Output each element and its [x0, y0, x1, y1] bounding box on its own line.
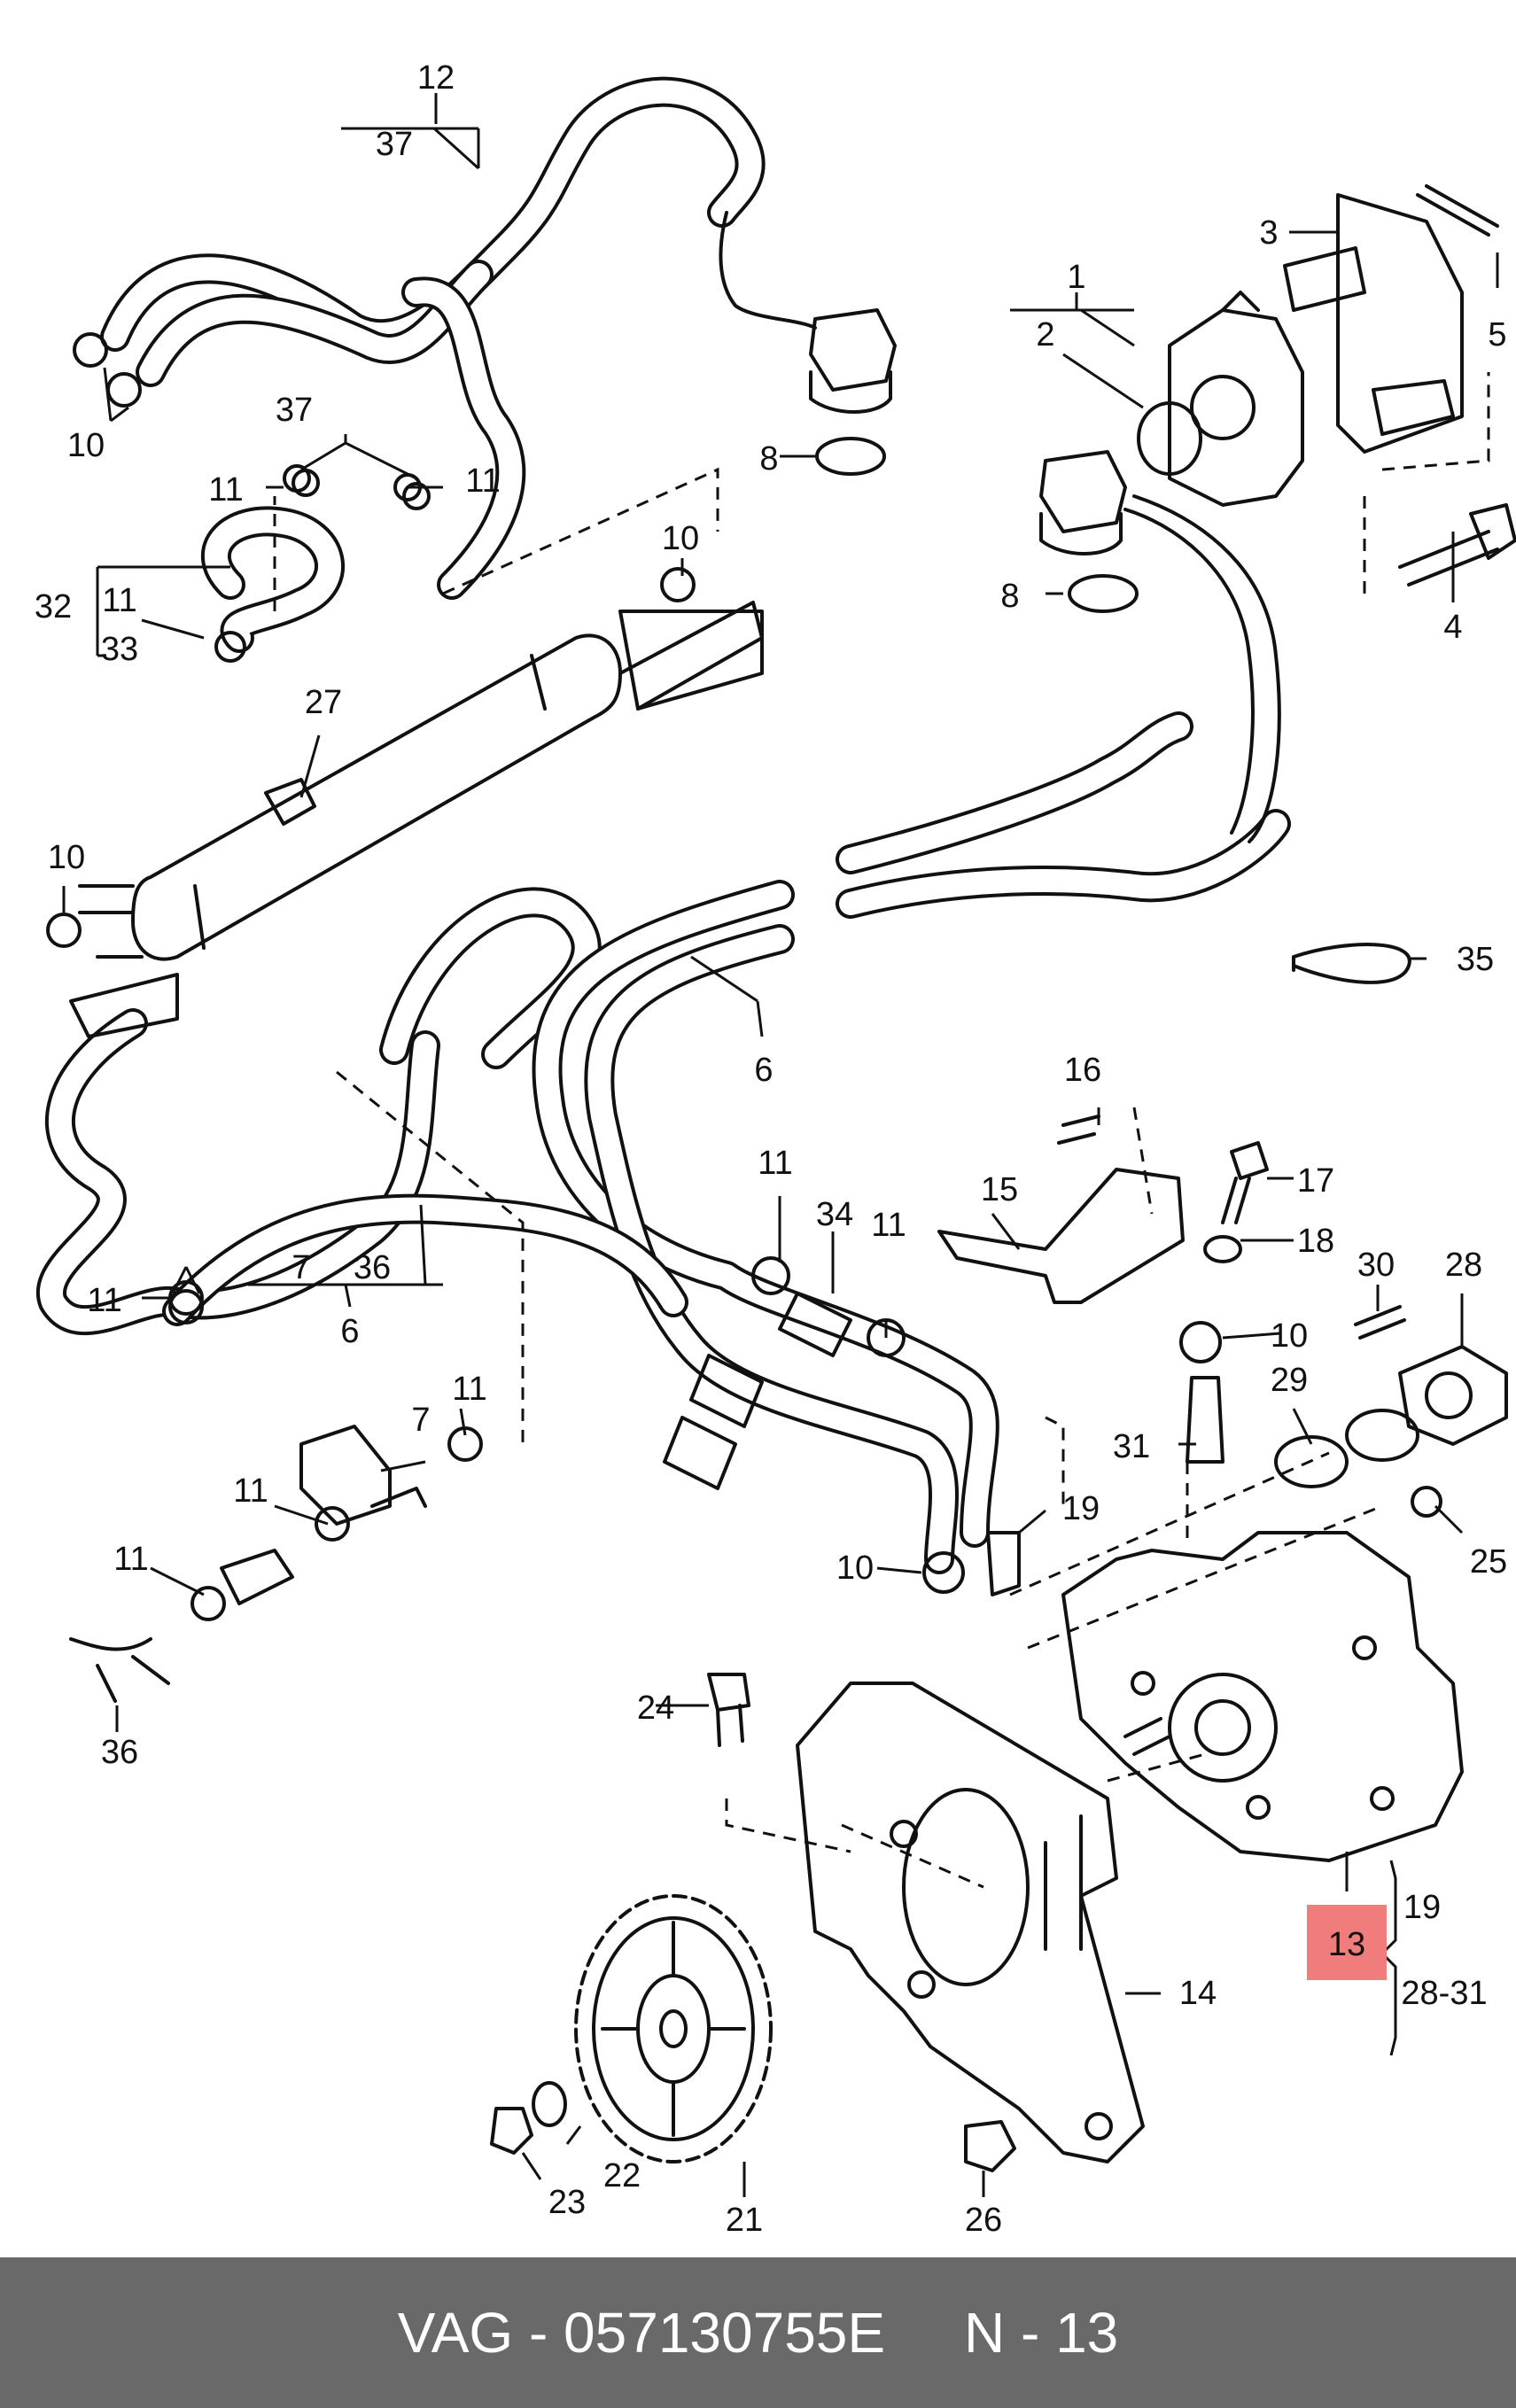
- label-10-b: 10: [662, 520, 699, 557]
- sensor-7: [69, 1425, 427, 1703]
- label-35: 35: [1457, 941, 1494, 978]
- pump-bracket: [796, 1682, 1145, 2163]
- label-10-d: 10: [1271, 1317, 1308, 1355]
- label-18: 18: [1297, 1223, 1334, 1260]
- label-7-a: 7: [292, 1249, 310, 1286]
- label-37-mid: 37: [276, 392, 313, 429]
- bracket-15: [937, 1115, 1269, 1304]
- label-11-e: 11: [871, 1207, 906, 1244]
- label-6-b: 6: [340, 1313, 359, 1350]
- label-11-a: 11: [208, 471, 243, 509]
- label-3: 3: [1259, 214, 1278, 252]
- label-13: 13: [1328, 1926, 1365, 1963]
- label-15: 15: [981, 1171, 1018, 1208]
- injection-pump: [986, 1305, 1508, 1862]
- label-31: 31: [1113, 1428, 1150, 1465]
- label-11-g: 11: [452, 1371, 486, 1408]
- leader-lines: [62, 93, 1499, 2197]
- label-22: 22: [603, 2157, 641, 2194]
- cable-tie-35: [1292, 943, 1411, 984]
- label-11-c: 11: [102, 582, 136, 619]
- label-11-h: 11: [233, 1472, 268, 1510]
- label-10-a: 10: [67, 427, 105, 464]
- label-28: 28: [1445, 1247, 1482, 1284]
- label-10-e: 10: [836, 1550, 874, 1587]
- parts-diagram: 12 37 1 2 3 5 10 37 11 11 8 32 11 33 10 …: [35, 59, 1516, 2239]
- caps: [809, 308, 1139, 613]
- label-2: 2: [1036, 316, 1054, 353]
- label-23: 23: [548, 2184, 586, 2221]
- label-30: 30: [1357, 1247, 1395, 1284]
- label-1: 1: [1067, 259, 1085, 296]
- label-25: 25: [1470, 1543, 1507, 1581]
- label-28-31: 28-31: [1401, 1975, 1487, 2012]
- label-12: 12: [417, 59, 455, 97]
- label-11-d: 11: [758, 1145, 792, 1182]
- label-7-b: 7: [411, 1402, 430, 1439]
- label-16: 16: [1064, 1052, 1101, 1089]
- label-8-top: 8: [759, 440, 778, 478]
- label-21: 21: [726, 2202, 763, 2239]
- sprocket-21: [490, 1673, 1016, 2172]
- label-11-b: 11: [465, 462, 500, 500]
- vacuum-pump: [1137, 184, 1516, 586]
- label-19-a: 19: [1062, 1490, 1100, 1527]
- label-32: 32: [35, 588, 72, 625]
- part-number-footer: VAG - 057130755E N - 13: [0, 2257, 1516, 2408]
- label-26: 26: [965, 2202, 1002, 2239]
- label-8-mid: 8: [1000, 578, 1019, 615]
- label-5: 5: [1488, 316, 1506, 353]
- label-17: 17: [1297, 1162, 1334, 1200]
- highlight-box-13: [1307, 1905, 1387, 1980]
- hose-lines: [36, 76, 1291, 1574]
- label-10-c: 10: [48, 839, 85, 876]
- callout-labels: 12 37 1 2 3 5 10 37 11 11 8 32 11 33 10 …: [35, 59, 1507, 2239]
- label-14: 14: [1179, 1975, 1217, 2012]
- label-11-i: 11: [113, 1541, 148, 1578]
- label-4: 4: [1443, 609, 1462, 646]
- label-34: 34: [816, 1196, 853, 1233]
- dashed-assembly-lines: [273, 372, 1490, 1889]
- label-37-top: 37: [376, 126, 413, 163]
- label-11-f: 11: [87, 1282, 121, 1319]
- label-27: 27: [305, 684, 342, 721]
- label-24: 24: [637, 1689, 674, 1727]
- part-number-text: VAG - 057130755E N - 13: [397, 2301, 1119, 2365]
- label-33: 33: [101, 631, 138, 668]
- label-29: 29: [1271, 1362, 1308, 1399]
- label-36-b: 36: [101, 1734, 138, 1771]
- label-19-b: 19: [1403, 1889, 1441, 1926]
- label-36-a: 36: [354, 1249, 391, 1286]
- label-6-a: 6: [754, 1052, 773, 1089]
- reservoir-cylinder: [69, 601, 764, 1038]
